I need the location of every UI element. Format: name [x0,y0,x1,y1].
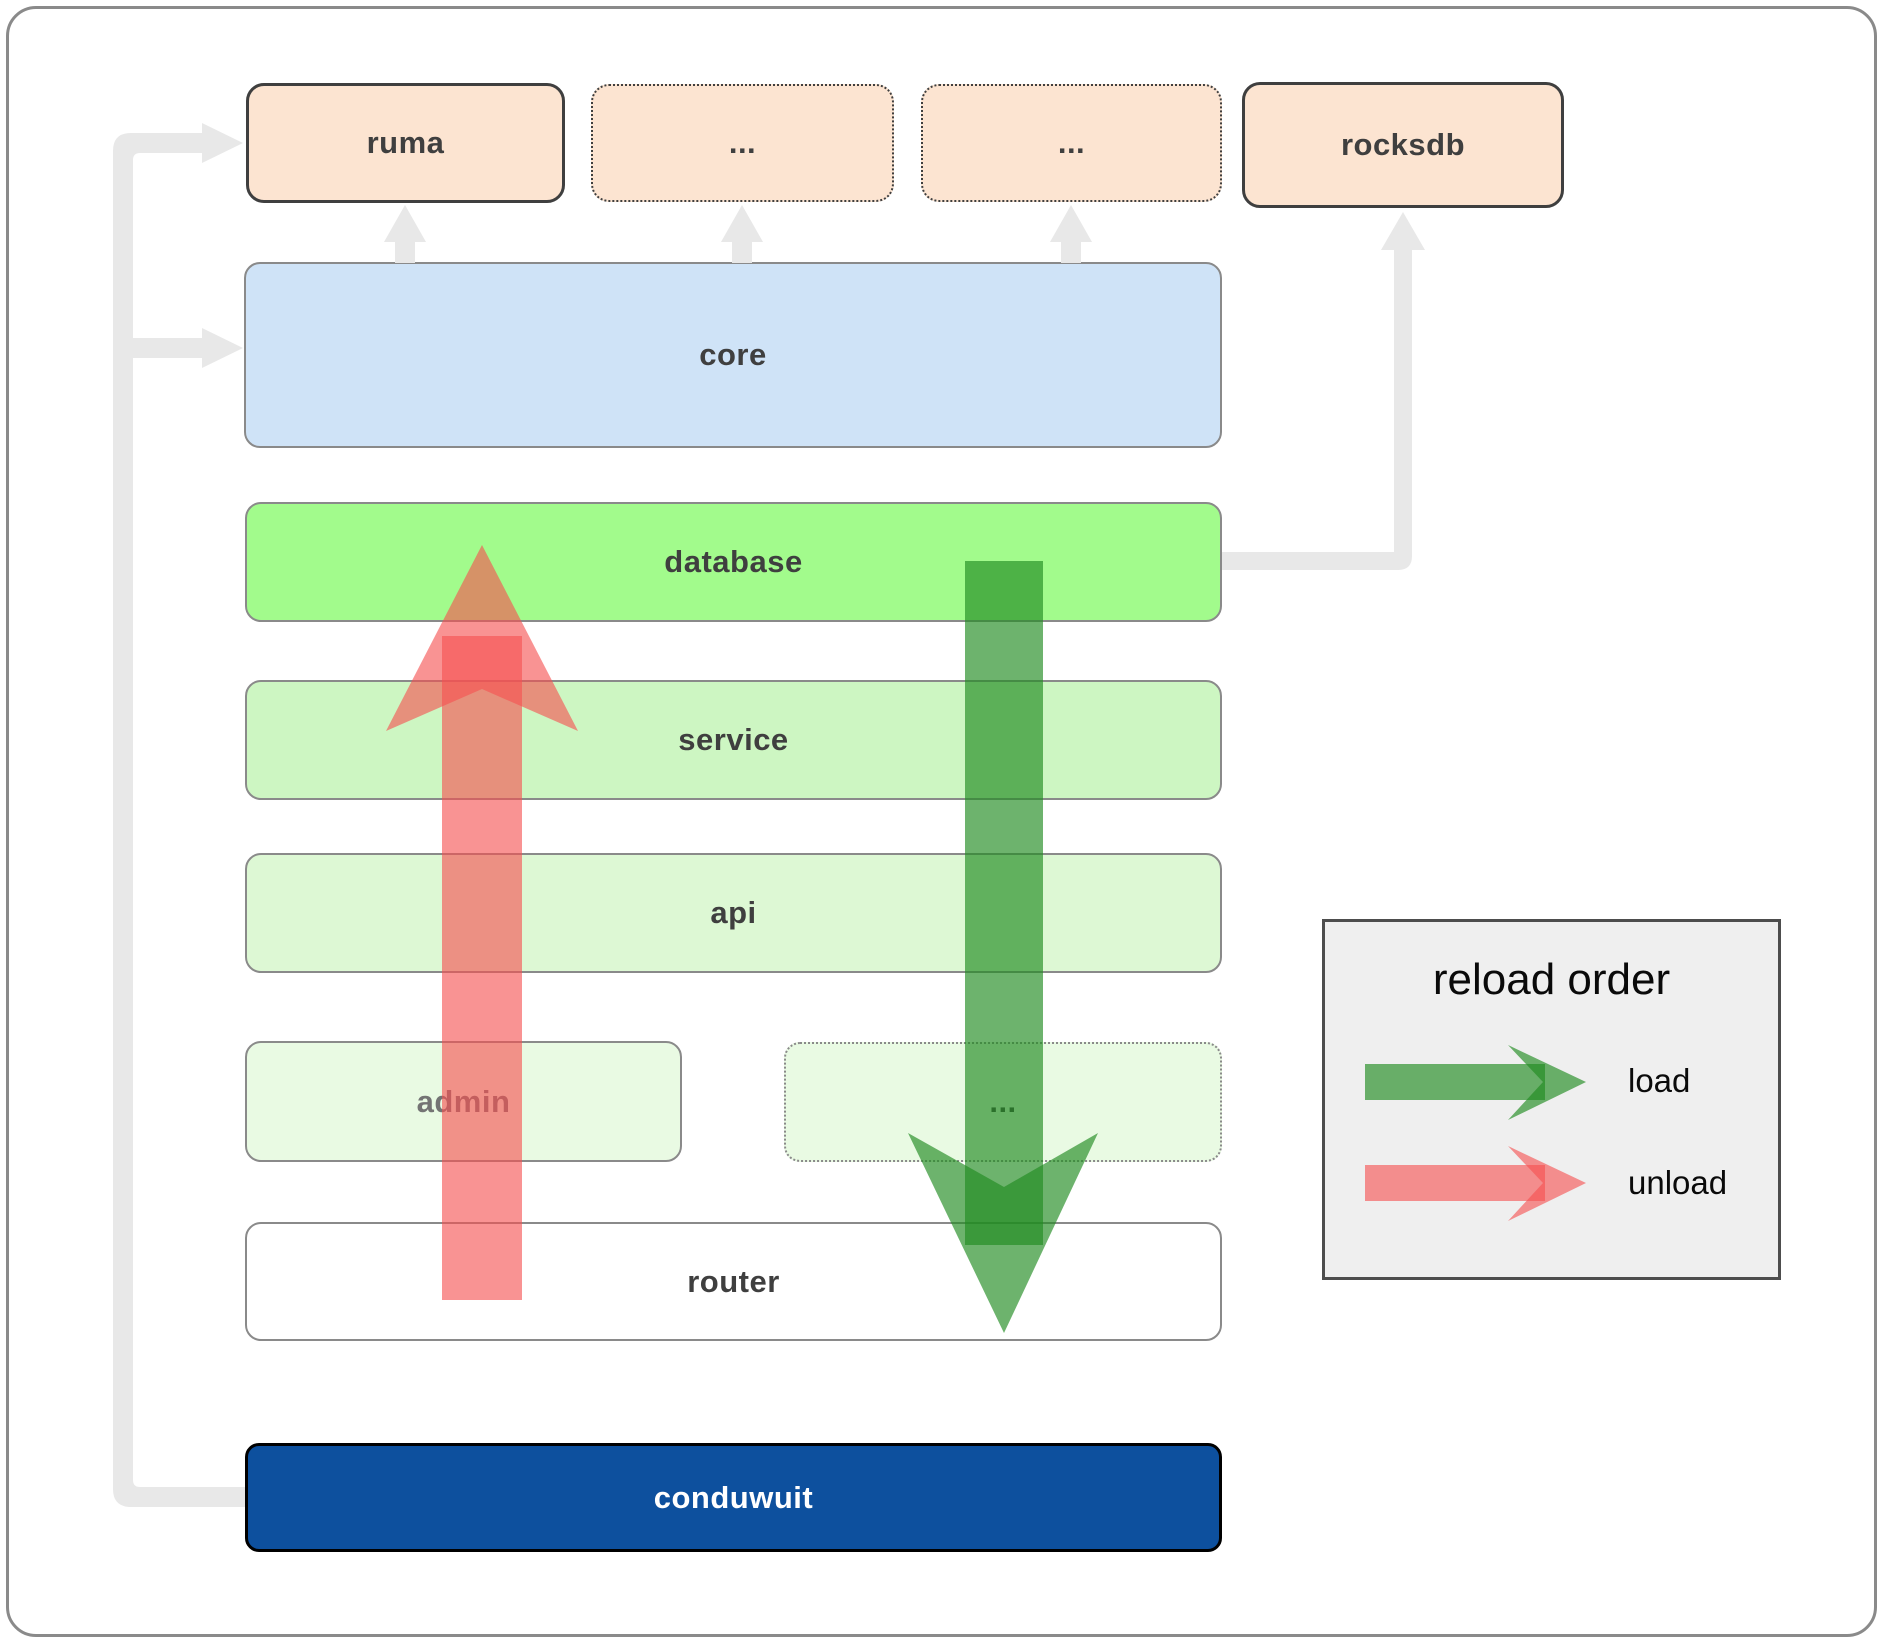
box-crates-more-2: ... [921,84,1222,202]
box-rocksdb: rocksdb [1242,82,1564,208]
box-service: service [245,680,1222,800]
box-router: router [245,1222,1222,1341]
box-admin-more-label: ... [989,1084,1017,1119]
box-admin-more: ... [784,1042,1222,1162]
box-conduwuit-label: conduwuit [653,1479,814,1515]
box-service-label: service [678,722,789,757]
box-router-label: router [687,1263,780,1299]
box-core-label: core [699,337,767,372]
box-api-label: api [710,895,757,930]
legend-load-label: load [1628,1062,1691,1099]
box-admin-label: admin [416,1083,511,1119]
box-crates-more-1: ... [591,84,894,202]
box-database: database [245,502,1222,622]
box-api: api [245,853,1222,973]
box-rocksdb-label: rocksdb [1340,127,1466,162]
box-ruma-label: ruma [366,125,445,160]
box-core: core [244,262,1222,448]
box-database-label: database [664,544,803,579]
box-crates-more-2-label: ... [1057,125,1086,160]
legend-unload-label: unload [1628,1164,1728,1201]
box-conduwuit: conduwuit [245,1443,1222,1552]
legend-title: reload order [1432,955,1671,1004]
box-crates-more-1-label: ... [728,125,757,160]
box-admin: admin [245,1041,682,1162]
legend-box: reload order load unload [1322,919,1781,1280]
outer-frame [6,6,1877,1637]
box-ruma: ruma [246,83,565,203]
